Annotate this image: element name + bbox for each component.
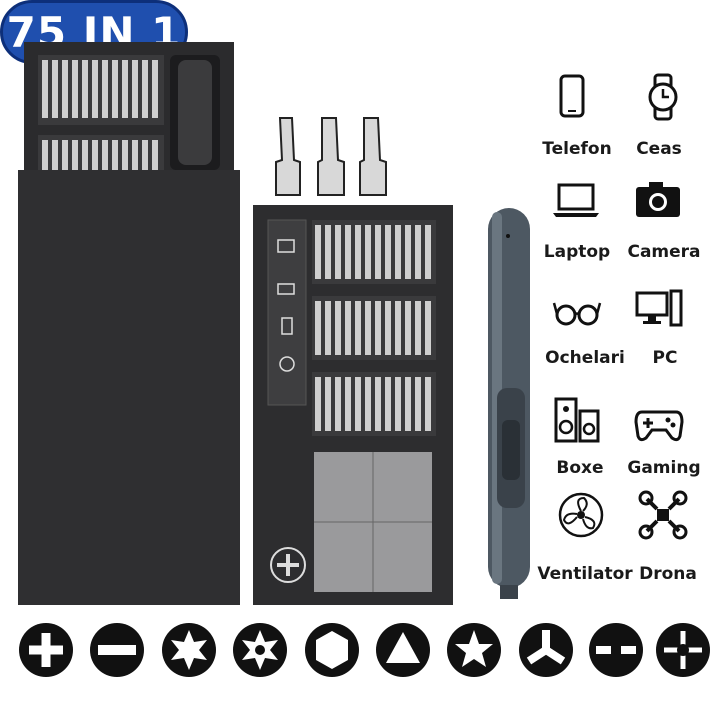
screwdriver-bit (42, 140, 48, 175)
device-label-telefon: Telefon (542, 139, 612, 159)
screwdriver-bit (122, 60, 128, 118)
screwdriver-bit (102, 140, 108, 175)
star-icon (447, 623, 501, 677)
phillips-icon (19, 623, 73, 677)
screwdriver-bit (325, 377, 331, 431)
device-label-pc: PC (652, 348, 678, 368)
screwdriver-bit (132, 140, 138, 175)
screwdriver-bit (345, 301, 351, 355)
screwdriver-bit (92, 140, 98, 175)
screwdriver-bit (152, 140, 158, 175)
device-label-drona: Drona (639, 564, 697, 584)
device-label-camera: Camera (627, 242, 701, 262)
screwdriver-bit (405, 377, 411, 431)
screwdriver-bit (365, 377, 371, 431)
hex-icon (305, 623, 359, 677)
screwdriver-bit (405, 225, 411, 279)
screwdriver-bit (385, 377, 391, 431)
screwdriver-bit (395, 225, 401, 279)
screwdriver-bit (72, 60, 78, 118)
cross-icon (656, 623, 710, 677)
device-label-boxe: Boxe (556, 458, 604, 478)
screwdriver-bit (375, 377, 381, 431)
screwdriver-bit (415, 225, 421, 279)
screwdriver-bit (315, 225, 321, 279)
slotted-icon (589, 623, 643, 677)
screwdriver-bit (102, 60, 108, 118)
screwdriver-bit (72, 140, 78, 175)
screwdriver-bit (375, 301, 381, 355)
screwdriver-bit (425, 301, 431, 355)
device-label-ventilator: Ventilator (537, 564, 633, 584)
screwdriver-bit (365, 225, 371, 279)
screwdriver-bit (315, 301, 321, 355)
screwdriver-bit (375, 225, 381, 279)
glasses-icon (552, 302, 602, 326)
screwdriver-bit (62, 60, 68, 118)
drone-icon (638, 490, 688, 540)
device-label-ochelari: Ochelari (545, 348, 625, 368)
screwdriver-bit (415, 301, 421, 355)
sample-bits (275, 117, 387, 196)
screwdriver-bit (112, 140, 118, 175)
screwdriver-bit (355, 377, 361, 431)
hex-star-icon (162, 623, 216, 677)
screwdriver-bit (335, 301, 341, 355)
screwdriver-bit (395, 301, 401, 355)
screwdriver-bit (425, 377, 431, 431)
watch-icon (648, 73, 678, 121)
torx-icon (233, 623, 287, 677)
screwdriver-bit (355, 301, 361, 355)
screwdriver-bit (92, 60, 98, 118)
screwdriver-bit (355, 225, 361, 279)
tri-wing-icon (519, 623, 573, 677)
phone-icon (559, 74, 585, 118)
screwdriver-bit (82, 60, 88, 118)
screwdriver-bit (112, 60, 118, 118)
device-label-ceas: Ceas (636, 139, 682, 159)
gamepad-icon (634, 410, 684, 442)
screwdriver-bit (42, 60, 48, 118)
triangle-icon (376, 623, 430, 677)
screwdriver-bit (425, 225, 431, 279)
speaker-icon (554, 397, 600, 443)
screwdriver-bit (405, 301, 411, 355)
electric-screwdriver (488, 208, 530, 599)
fan-icon (558, 492, 604, 538)
open-case (253, 205, 453, 605)
screwdriver-bit (122, 140, 128, 175)
screwdriver-bit (142, 60, 148, 118)
pc-icon (635, 289, 683, 327)
screwdriver-bit (345, 377, 351, 431)
screwdriver-bit (365, 301, 371, 355)
screwdriver-bit (62, 140, 68, 175)
screwdriver-bit (142, 140, 148, 175)
screwdriver-bit (335, 377, 341, 431)
device-label-gaming: Gaming (627, 458, 701, 478)
device-label-laptop: Laptop (543, 242, 611, 262)
screwdriver-bit (415, 377, 421, 431)
screwdriver-bit (132, 60, 138, 118)
screwdriver-bit (325, 301, 331, 355)
flat-icon (90, 623, 144, 677)
screwdriver-bit (52, 140, 58, 175)
screwdriver-bit (345, 225, 351, 279)
screwdriver-bit (335, 225, 341, 279)
laptop-icon (553, 183, 599, 217)
screwdriver-bit (52, 60, 58, 118)
case-top-tray (24, 42, 234, 192)
screwdriver-bit (325, 225, 331, 279)
camera-icon (636, 182, 680, 217)
screwdriver-bit (395, 377, 401, 431)
screwdriver-bit (152, 60, 158, 118)
screwdriver-bit (82, 140, 88, 175)
screwdriver-bit (315, 377, 321, 431)
screwdriver-bit (385, 225, 391, 279)
case-sleeve (18, 170, 240, 605)
screwdriver-bit (385, 301, 391, 355)
